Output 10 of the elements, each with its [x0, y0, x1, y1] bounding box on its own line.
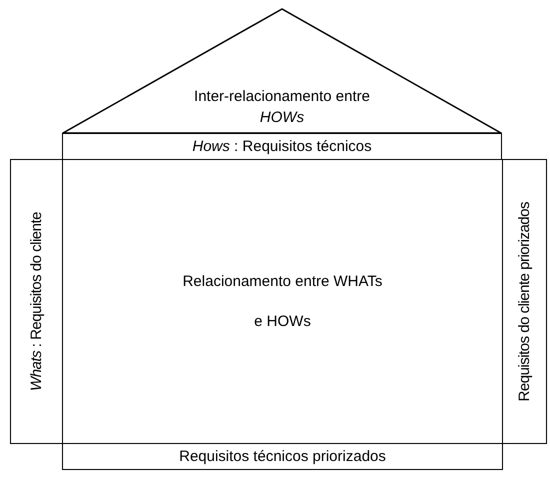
header-text: Hows : Requisitos técnicos: [192, 138, 372, 155]
column-text: Whats : Requisitos do cliente: [28, 212, 45, 391]
footer-bar: [62, 443, 503, 470]
footer-text: Requisitos técnicos priorizados: [179, 448, 386, 465]
left-column: [10, 159, 63, 444]
header-bar: [62, 133, 502, 160]
matrix-text: Relacionamento entre WHATs e HOWs: [182, 272, 382, 332]
roof-text: Inter-relacionamento entre HOWs: [193, 87, 371, 128]
right-column: [502, 159, 547, 444]
column-text: Requisitos do cliente priorizados: [516, 202, 533, 402]
